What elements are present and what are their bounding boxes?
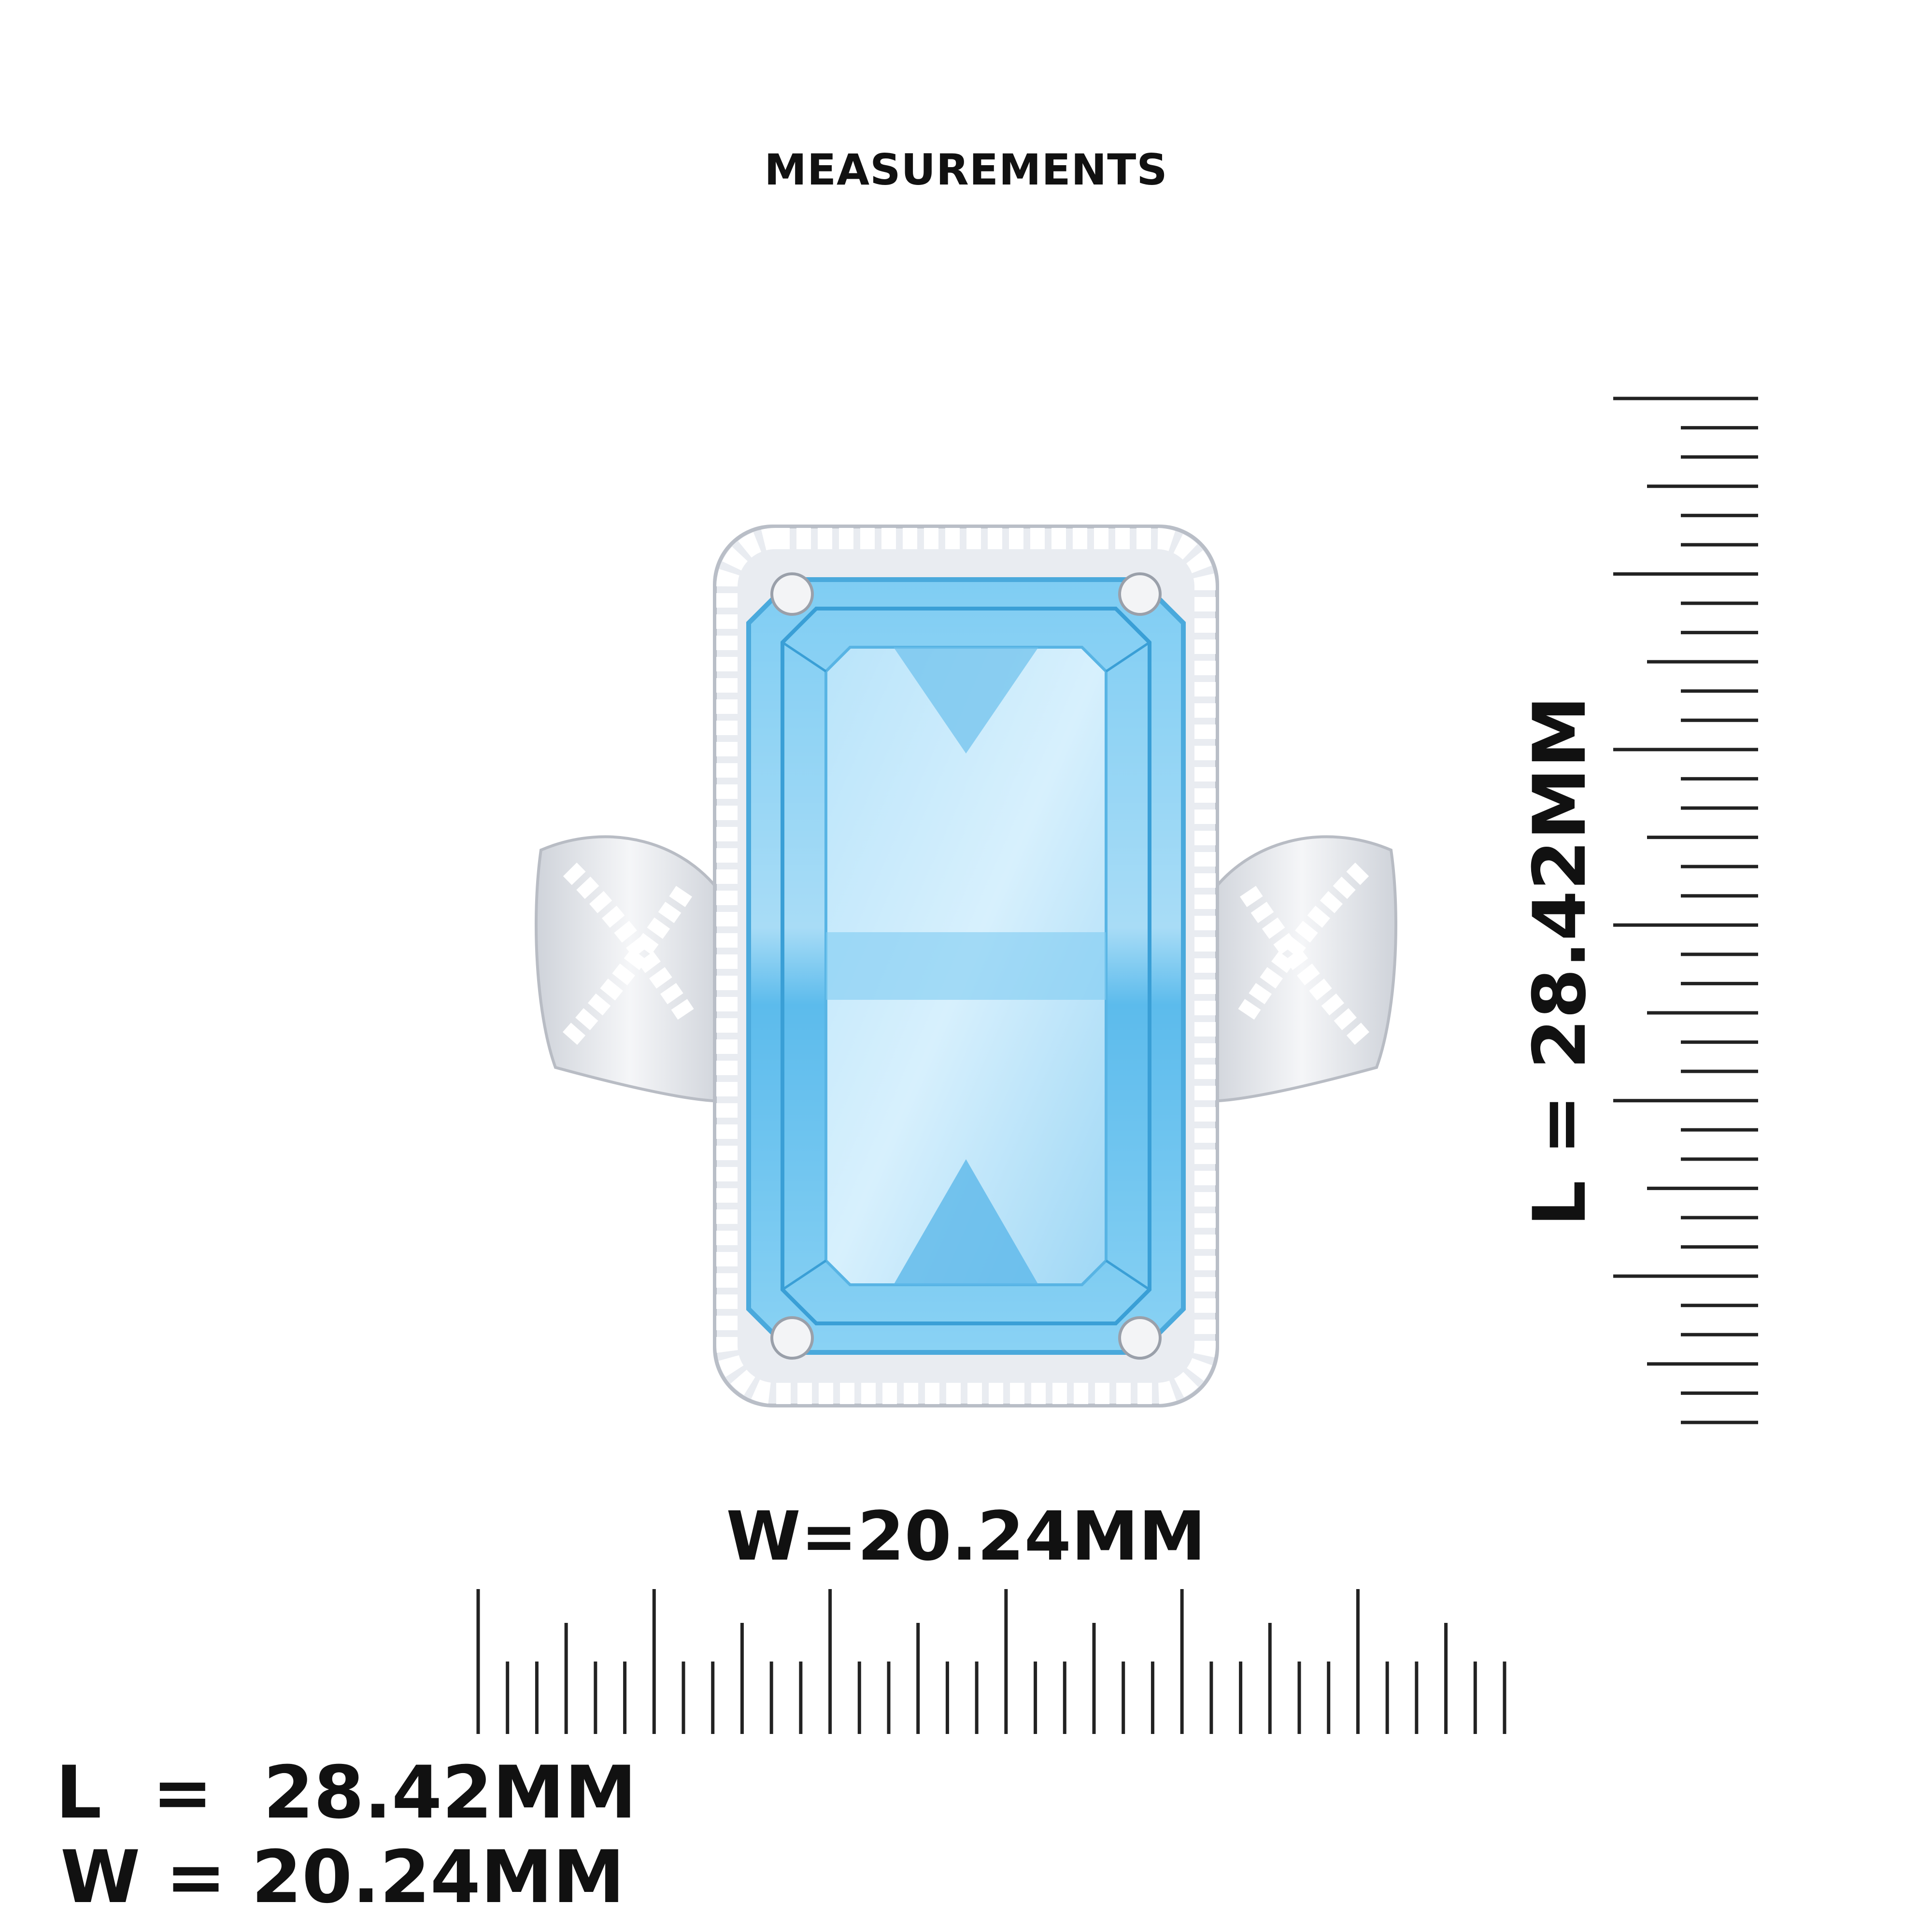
summary-length: L = 28.42MM — [56, 1751, 637, 1835]
blue-topaz-stone — [746, 577, 1186, 1355]
horizontal-ruler — [476, 1589, 1506, 1734]
summary-width: W = 20.24MM — [60, 1835, 625, 1919]
length-measurement-label: L = 28.42MM — [1518, 696, 1602, 1227]
page-title: MEASUREMENTS — [764, 145, 1168, 195]
length-label-container: L = 28.42MM — [1512, 696, 1608, 1227]
width-measurement-label: W=20.24MM — [726, 1497, 1206, 1576]
prongs — [770, 572, 1162, 1360]
ring-shank — [535, 835, 1397, 1103]
vertical-ruler — [1613, 397, 1758, 1424]
